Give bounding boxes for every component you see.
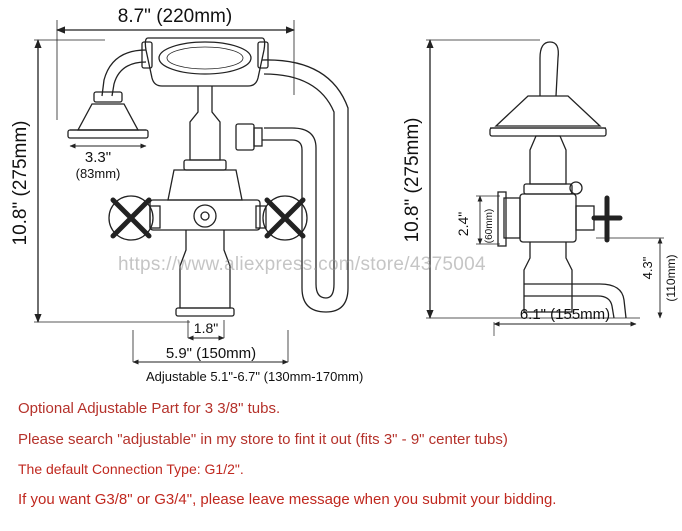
note-default-connection: The default Connection Type: G1/2".	[18, 461, 244, 477]
label-head-diameter-in: 3.3"	[85, 149, 111, 166]
left-cross-handle	[108, 195, 161, 241]
label-height-left: 10.8" (275mm)	[10, 120, 31, 245]
label-spout-drop-in: 4.3"	[640, 256, 655, 279]
label-center-width: 5.9" (150mm)	[166, 345, 256, 362]
note-other-connection: If you want G3/8" or G3/4", please leave…	[18, 491, 557, 508]
right-cross-handle	[255, 195, 308, 241]
note-search-hint: Please search "adjustable" in my store t…	[18, 431, 508, 448]
label-height-right: 10.8" (275mm)	[402, 117, 423, 242]
label-handshower-width: 8.7" (220mm)	[118, 6, 232, 27]
note-optional-part: Optional Adjustable Part for 3 3/8" tubs…	[18, 400, 281, 417]
label-spout-reach: 6.1" (155mm)	[520, 306, 610, 323]
label-adjustable-range: Adjustable 5.1"-6.7" (130mm-170mm)	[146, 369, 363, 384]
front-view	[34, 20, 349, 365]
label-spout-drop-mm: (110mm)	[664, 254, 678, 301]
side-view	[426, 39, 664, 336]
store-watermark: https://www.aliexpress.com/store/4375004	[118, 254, 486, 275]
label-side-inlet-mm: (60mm)	[484, 209, 495, 243]
label-leg-gap: 1.8"	[194, 320, 218, 336]
label-side-inlet-in: 2.4"	[455, 212, 471, 236]
label-head-diameter-mm: (83mm)	[76, 166, 121, 181]
